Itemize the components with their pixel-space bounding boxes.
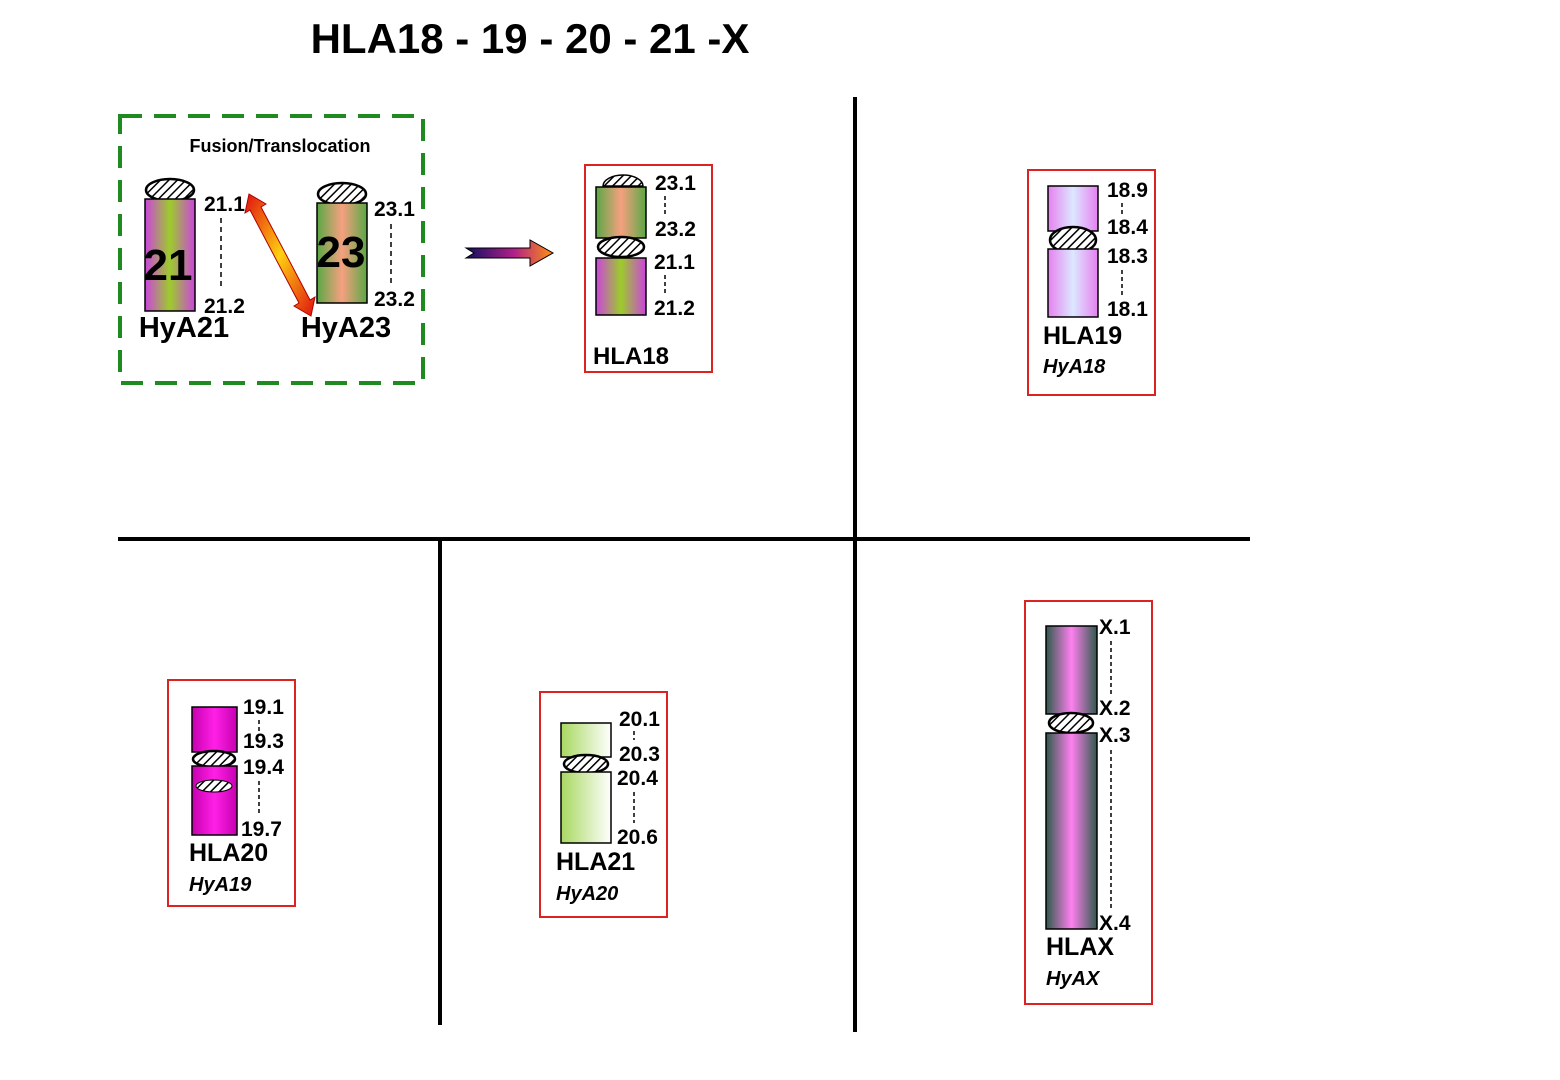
hla20-centromere — [191, 749, 237, 769]
hla19-band-1: 18.9 — [1107, 179, 1148, 202]
hla21-panel: 20.1 20.3 20.4 20.6 HLA21 HyA20 — [539, 691, 668, 918]
hlax-lower-arm — [1045, 732, 1098, 930]
hla19-band-3: 18.3 — [1107, 245, 1148, 268]
hlax-band-4: X.4 — [1099, 912, 1131, 935]
hla19-lower-arm — [1047, 248, 1099, 318]
hla19-band-2: 18.4 — [1107, 216, 1148, 239]
hla19-frame — [1027, 169, 1156, 396]
grid-lines — [118, 97, 1250, 1032]
hla21-origin: HyA20 — [556, 883, 618, 905]
hlax-band-3: X.3 — [1099, 724, 1131, 747]
hla18-centromere — [596, 235, 646, 259]
hla20-secondary-constriction — [195, 779, 233, 793]
hla18-upper-arm — [595, 186, 647, 239]
hla20-band-2: 19.3 — [243, 730, 284, 753]
hla21-band-3: 20.4 — [617, 767, 658, 790]
hya23-label: HyA23 — [301, 312, 391, 344]
hla18-panel: 23.1 23.2 21.1 21.2 HLA18 — [584, 164, 713, 373]
hlax-panel: X.1 X.2 X.3 X.4 HLAX HyAX — [1024, 600, 1153, 1005]
hla18-lower-arm — [595, 257, 647, 316]
hla18-band-1: 23.1 — [655, 172, 696, 195]
hya21-number: 21 — [144, 241, 193, 290]
hla21-centromere — [562, 753, 610, 775]
hlax-centromere — [1047, 711, 1095, 735]
hla21-label: HLA21 — [556, 848, 635, 876]
hla20-band-3: 19.4 — [243, 756, 284, 779]
hla19-origin: HyA18 — [1043, 356, 1106, 378]
hla18-band-3: 21.1 — [654, 251, 695, 274]
hlax-origin: HyAX — [1046, 968, 1101, 990]
hla21-band-1: 20.1 — [619, 708, 660, 731]
hla21-band-4: 20.6 — [617, 826, 658, 849]
hlax-band-1: X.1 — [1099, 616, 1131, 639]
hla21-upper-arm — [560, 722, 612, 758]
hla20-panel: 19.1 19.3 19.4 19.7 HLA20 HyA19 — [167, 679, 296, 907]
hlax-label: HLAX — [1046, 933, 1114, 961]
hla20-frame — [167, 679, 296, 907]
hla18-band-2: 23.2 — [655, 218, 696, 241]
hla19-band-4: 18.1 — [1107, 298, 1148, 321]
hla21-frame — [539, 691, 668, 918]
fusion-border — [118, 114, 425, 385]
hla20-band-1: 19.1 — [243, 696, 284, 719]
result-arrow — [464, 239, 555, 267]
hya21-centromere — [144, 177, 196, 203]
hla19-label: HLA19 — [1043, 322, 1122, 350]
hla18-label: HLA18 — [593, 343, 669, 370]
hlax-upper-arm — [1045, 625, 1098, 715]
hla20-lower-arm — [191, 765, 238, 836]
hya23-band-top: 23.1 — [374, 198, 415, 221]
hya21-band-top: 21.1 — [204, 193, 245, 216]
hya21-chromosome — [144, 198, 196, 312]
hya21-band-bottom: 21.2 — [204, 295, 245, 318]
hya23-number: 23 — [317, 228, 366, 277]
fusion-heading: Fusion/Translocation — [189, 136, 370, 156]
hla20-band-4: 19.7 — [241, 818, 282, 841]
translocation-double-arrow — [244, 193, 316, 317]
hla20-label: HLA20 — [189, 839, 268, 867]
hla19-upper-arm — [1047, 185, 1099, 232]
hya23-band-bottom: 23.2 — [374, 288, 415, 311]
hla18-band-4: 21.2 — [654, 297, 695, 320]
hya23-centromere — [316, 181, 368, 207]
hla19-panel: 18.9 18.4 18.3 18.1 HLA19 HyA18 — [1027, 169, 1156, 396]
fusion-panel: Fusion/Translocation 21 21.1 21.2 HyA21 … — [118, 114, 425, 385]
hla21-lower-arm — [560, 771, 612, 844]
hya21-label: HyA21 — [139, 312, 229, 344]
hlax-band-2: X.2 — [1099, 697, 1131, 720]
hla18-frame — [584, 164, 713, 373]
hlax-frame — [1024, 600, 1153, 1005]
hla21-band-2: 20.3 — [619, 743, 660, 766]
diagram-title: HLA18 - 19 - 20 - 21 -X — [311, 15, 750, 62]
hla18-telomere-cap — [602, 174, 644, 187]
hla20-upper-arm — [191, 706, 238, 753]
hya23-chromosome — [316, 202, 368, 304]
hla20-origin: HyA19 — [189, 874, 252, 896]
